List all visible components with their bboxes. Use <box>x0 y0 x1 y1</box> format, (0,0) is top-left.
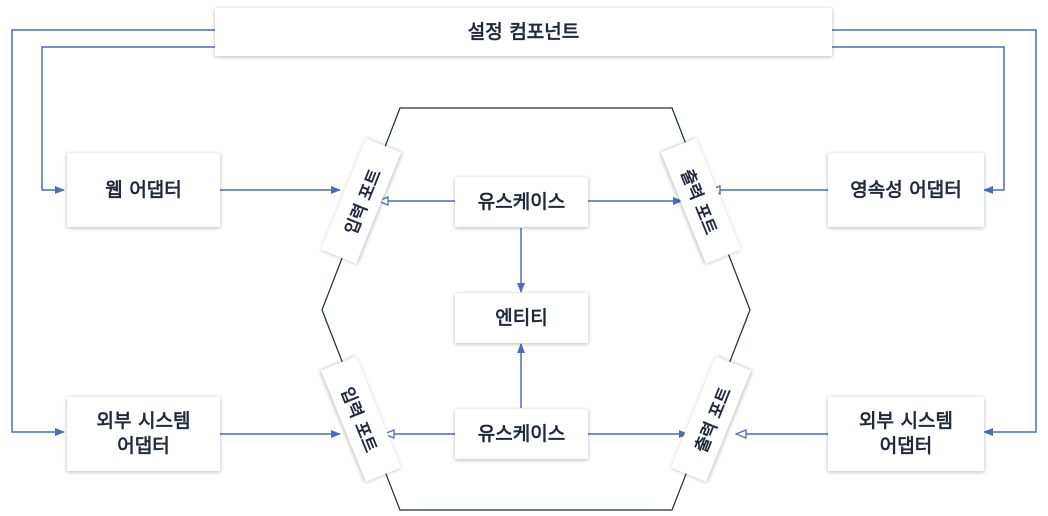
entity-box: 엔티티 <box>455 293 588 343</box>
usecase-bottom-label: 유스케이스 <box>477 422 566 445</box>
config-component-box: 설정 컴포넌트 <box>215 8 832 56</box>
usecase-bottom-box: 유스케이스 <box>455 409 588 459</box>
usecase-top-box: 유스케이스 <box>455 177 588 227</box>
persistence-adapter-label: 영속성 어댑터 <box>850 178 962 201</box>
hexagon-boundary <box>321 107 751 511</box>
external-system-adapter-left-label: 외부 시스템 어댑터 <box>96 410 191 457</box>
external-system-adapter-right-label: 외부 시스템 어댑터 <box>858 410 953 457</box>
config-component-label: 설정 컴포넌트 <box>467 20 580 43</box>
config-to-web-adapter-line <box>11 29 215 436</box>
config-to-persistence-line <box>832 46 1005 194</box>
web-adapter-label: 웹 어댑터 <box>105 178 182 201</box>
entity-label: 엔티티 <box>495 306 548 329</box>
config-to-external-left-line <box>41 46 215 194</box>
web-adapter-box: 웹 어댑터 <box>67 153 220 227</box>
persistence-adapter-box: 영속성 어댑터 <box>828 153 984 227</box>
external-system-adapter-right-box: 외부 시스템 어댑터 <box>828 397 984 471</box>
config-to-external-right-line <box>832 29 1037 436</box>
usecase-top-label: 유스케이스 <box>477 190 566 213</box>
external-system-adapter-left-box: 외부 시스템 어댑터 <box>67 397 220 471</box>
